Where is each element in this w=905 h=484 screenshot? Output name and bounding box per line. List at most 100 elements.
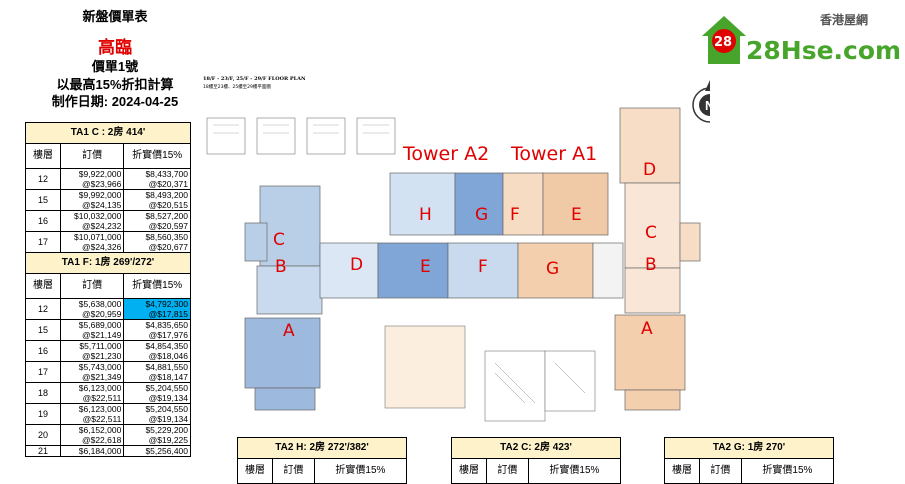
unit-letter: G bbox=[546, 259, 559, 279]
price-cell: $6,123,000@$22,511 bbox=[59, 382, 125, 404]
discount-cell: $5,204,550@$19,134 bbox=[123, 382, 191, 404]
col-header-floor: 樓層 bbox=[25, 273, 61, 299]
unit-letter: E bbox=[571, 205, 582, 225]
floor-cell: 18 bbox=[25, 382, 61, 404]
unit-letter: A bbox=[283, 321, 295, 341]
price-cell-per-sqft: @$22,618 bbox=[81, 435, 122, 445]
floor-cell: 17 bbox=[25, 361, 61, 383]
north-compass-icon: N bbox=[692, 80, 710, 123]
discount-cell-per-sqft: @$19,225 bbox=[148, 435, 188, 445]
table-caption-ta1c: TA1 C : 2房 414' bbox=[25, 122, 191, 144]
price-cell-total: $9,992,000 bbox=[78, 190, 122, 200]
price-cell-total: $10,071,000 bbox=[74, 232, 122, 242]
col-header-discount: 折實價15% bbox=[740, 458, 835, 484]
top-row-units bbox=[389, 172, 609, 236]
discount-cell: $8,493,200@$20,515 bbox=[123, 189, 191, 211]
price-cell-total: $9,922,000 bbox=[78, 169, 122, 179]
discount-cell-total: $5,204,550 bbox=[145, 383, 188, 393]
col-header-discount: 折實價15% bbox=[123, 273, 191, 299]
table-row: 18$6,123,000@$22,511$5,204,550@$19,134 bbox=[25, 382, 191, 404]
unit-letter: G bbox=[475, 205, 488, 225]
table-caption-ta1f: TA1 F: 1房 269'/272' bbox=[25, 252, 191, 274]
price-cell-total: $5,689,000 bbox=[78, 320, 122, 330]
discount-cell: $5,229,200@$19,225 bbox=[123, 424, 191, 446]
discount-cell-per-sqft: @$20,677 bbox=[148, 242, 188, 252]
price-list-number: 價單1號 bbox=[91, 59, 139, 74]
price-table-ta1: TA1 C : 2房 414' 樓層 訂價 折實價15% 12$9,922,00… bbox=[25, 122, 191, 457]
key-plans bbox=[206, 117, 396, 155]
discount-cell-total: $8,433,700 bbox=[145, 169, 188, 179]
table-caption-ta2g: TA2 G: 1房 270' bbox=[664, 437, 834, 459]
price-cell-total: $5,743,000 bbox=[78, 362, 122, 372]
discount-cell-total: $8,493,200 bbox=[145, 190, 188, 200]
svg-text:N: N bbox=[705, 98, 710, 113]
tower-a2-label: Tower A2 bbox=[402, 143, 489, 165]
floorplan-subtitle: 18樓至23樓、25樓至29樓平面圖 bbox=[203, 83, 271, 90]
floorplan-title: 18/F - 23/F, 25/F - 29/F FLOOR PLAN bbox=[203, 76, 306, 82]
discount-cell-per-sqft: @$20,597 bbox=[148, 221, 188, 231]
table-row: 17$10,071,000@$24,326$8,560,350@$20,677 bbox=[25, 231, 191, 253]
price-cell: $5,711,000@$21,230 bbox=[59, 340, 125, 362]
table-row: 21$6,184,000$5,256,400 bbox=[25, 445, 191, 457]
discount-note: 以最高15%折扣計算 bbox=[56, 77, 174, 92]
unit-letter: D bbox=[350, 255, 363, 275]
col-header-discount: 折實價15% bbox=[123, 143, 191, 169]
price-cell-per-sqft: @$24,232 bbox=[81, 221, 122, 231]
table-row: 15$9,992,000@$24,135$8,493,200@$20,515 bbox=[25, 189, 191, 211]
discount-cell-total: $4,835,650 bbox=[145, 320, 188, 330]
unit-letter: F bbox=[510, 205, 520, 225]
floor-cell: 20 bbox=[25, 424, 61, 446]
price-cell: $9,922,000@$23,966 bbox=[59, 168, 125, 190]
table-row: 20$6,152,000@$22,618$5,229,200@$19,225 bbox=[25, 424, 191, 446]
price-cell-total: $6,123,000 bbox=[78, 383, 122, 393]
price-cell-per-sqft: @$24,326 bbox=[81, 242, 122, 252]
unit-letter: E bbox=[420, 257, 431, 277]
price-cell-total: $5,711,000 bbox=[79, 341, 122, 351]
price-cell-per-sqft: @$20,959 bbox=[81, 309, 122, 319]
discount-cell-per-sqft: @$19,134 bbox=[148, 393, 188, 403]
price-cell: $6,184,000 bbox=[59, 445, 125, 457]
floor-cell: 15 bbox=[25, 189, 61, 211]
floor-cell: 16 bbox=[25, 210, 61, 232]
price-cell-per-sqft: @$22,511 bbox=[82, 393, 122, 403]
table-row: 16$5,711,000@$21,230$4,854,350@$18,046 bbox=[25, 340, 191, 362]
discount-cell-per-sqft: @$19,134 bbox=[148, 414, 188, 424]
price-cell: $10,032,000@$24,232 bbox=[59, 210, 125, 232]
price-cell: $5,638,000@$20,959 bbox=[59, 298, 125, 320]
discount-cell: $5,256,400 bbox=[123, 445, 191, 457]
svg-text:28: 28 bbox=[714, 35, 732, 50]
floor-cell: 16 bbox=[25, 340, 61, 362]
discount-cell: $5,204,550@$19,134 bbox=[123, 403, 191, 425]
logo-chinese: 香港屋網 bbox=[819, 12, 868, 27]
discount-cell-total: $5,256,400 bbox=[145, 446, 188, 456]
lower-annex bbox=[384, 325, 596, 422]
col-header-floor: 樓層 bbox=[25, 143, 61, 169]
floor-cell: 12 bbox=[25, 168, 61, 190]
discount-cell-total: $4,792,300 bbox=[145, 299, 188, 309]
table-row: 17$5,743,000@$21,349$4,881,550@$18,147 bbox=[25, 361, 191, 383]
price-cell-per-sqft: @$23,966 bbox=[81, 179, 122, 189]
discount-cell-total: $5,229,200 bbox=[145, 425, 188, 435]
discount-cell-total: $8,560,350 bbox=[145, 232, 188, 242]
price-cell: $5,743,000@$21,349 bbox=[59, 361, 125, 383]
price-cell-per-sqft: @$21,230 bbox=[81, 351, 122, 361]
discount-cell-per-sqft: @$18,046 bbox=[148, 351, 188, 361]
tower-a2-west-wing bbox=[244, 185, 323, 411]
price-cell-total: $10,032,000 bbox=[74, 211, 122, 221]
discount-cell-total: $5,204,550 bbox=[145, 404, 188, 414]
price-cell-total: $6,184,000 bbox=[78, 446, 122, 456]
discount-cell: $8,527,200@$20,597 bbox=[123, 210, 191, 232]
col-header-price: 訂價 bbox=[59, 143, 125, 169]
unit-letter: H bbox=[419, 205, 432, 225]
price-cell: $5,689,000@$21,149 bbox=[59, 319, 125, 341]
price-cell-per-sqft: @$21,149 bbox=[81, 330, 122, 340]
discount-cell-total: $4,854,350 bbox=[145, 341, 188, 351]
discount-cell: $4,881,550@$18,147 bbox=[123, 361, 191, 383]
price-cell-total: $6,152,000 bbox=[78, 425, 122, 435]
discount-cell-per-sqft: @$17,976 bbox=[148, 330, 188, 340]
unit-letter: B bbox=[275, 257, 287, 277]
discount-cell: $4,835,650@$17,976 bbox=[123, 319, 191, 341]
price-cell-per-sqft: @$22,511 bbox=[82, 414, 122, 424]
price-cell-per-sqft: @$21,349 bbox=[81, 372, 122, 382]
